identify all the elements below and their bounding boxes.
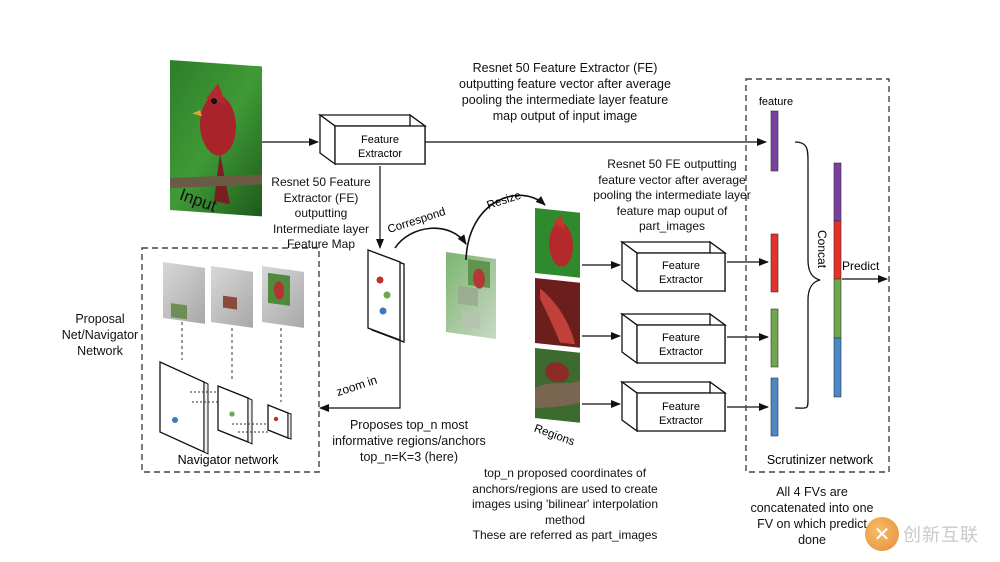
proposes-line-1: Proposes top_n most <box>349 418 469 432</box>
nav-plate-medium <box>217 385 253 445</box>
proposes-annotation: Proposes top_n most informative regions/… <box>318 417 500 465</box>
coords-line-2: anchors/regions are used to create <box>472 481 658 496</box>
input-image <box>170 60 262 217</box>
part-fe-annotation: Resnet 50 FE outputting feature vector a… <box>592 157 752 235</box>
top-fe-line-3: pooling the intermediate layer feature <box>461 93 669 107</box>
left-fe-line-4: Intermediate layer <box>272 221 370 236</box>
scrutinizer-label: Scrutinizer network <box>767 453 874 467</box>
anchor-dot-blue <box>379 307 387 315</box>
fe-part2-label-1: Feature <box>662 332 700 344</box>
correspond-arrow <box>394 227 467 249</box>
nav-plate-small <box>267 404 292 440</box>
all-fvs-line-1: All 4 FVs are <box>776 485 848 499</box>
watermark-text: 创新互联 <box>903 525 979 546</box>
watermark-logo-icon: ✕ <box>865 517 899 551</box>
region-image-3 <box>535 348 580 423</box>
coords-line-4: method <box>544 512 586 527</box>
part-fe-line-1: Resnet 50 FE outputting <box>607 157 737 171</box>
concat-label: Concat <box>815 230 829 269</box>
feature-extractor-part-2: Feature Extractor <box>620 312 727 365</box>
proposal-net-annotation: Proposal Net/Navigator Network <box>50 311 150 359</box>
coords-line-3: images using 'bilinear' interpolation <box>471 497 659 511</box>
part-fe-line-2: feature vector after average <box>598 172 746 187</box>
zoom-in-path <box>319 336 401 412</box>
part-fe-line-4: feature map ouput of <box>616 203 728 218</box>
feature-extractor-top: Feature Extractor <box>318 113 427 166</box>
proposes-line-3: top_n=K=3 (here) <box>360 450 458 464</box>
left-fe-line-2: Extractor (FE) <box>283 190 359 205</box>
part-fe-line-5: part_images <box>638 219 706 233</box>
resize-label: Resize <box>485 190 522 212</box>
feature-bar-blue <box>770 377 779 437</box>
concat-brace <box>794 141 821 409</box>
fe-part3-label-2: Extractor <box>659 415 703 427</box>
part-fe-line-3: pooling the intermediate layer <box>593 188 751 202</box>
fe-part2-label-2: Extractor <box>659 346 703 358</box>
left-fe-line-5: Feature Map <box>286 237 356 251</box>
all-fvs-line-3: FV on which predict <box>757 517 867 531</box>
proposes-line-2: informative regions/anchors <box>332 434 486 448</box>
navigator-box <box>141 247 320 473</box>
feature-label: feature <box>759 96 793 108</box>
nav-crop-image-2 <box>211 266 253 328</box>
region-image-2 <box>535 278 580 348</box>
coords-line-5: These are referred as part_images <box>472 528 658 542</box>
regions-label: Regions <box>532 423 576 449</box>
proposal-line-3: Network <box>77 344 123 358</box>
concat-segment-blue <box>833 337 842 398</box>
region-image-1 <box>535 208 580 278</box>
top-n-coords-annotation: top_n proposed coordinates of anchors/re… <box>465 466 665 544</box>
nav-plate-large <box>159 360 209 455</box>
fe-top-label-1: Feature <box>361 134 399 146</box>
watermark: ✕ 创新互联 <box>865 516 995 552</box>
coords-line-1: top_n proposed coordinates of <box>483 466 647 480</box>
top-fe-line-1: Resnet 50 Feature Extractor (FE) <box>472 61 658 75</box>
predict-label: Predict <box>842 259 880 273</box>
all-fvs-annotation: All 4 FVs are concatenated into one FV o… <box>732 484 892 548</box>
all-fvs-line-2: concatenated into one <box>750 501 874 515</box>
navigator-label: Navigator network <box>178 453 279 467</box>
zoom-in-label: zoom in <box>335 373 379 399</box>
nav-crop-image-1 <box>163 262 205 324</box>
anchored-image <box>446 252 496 340</box>
feature-bar-green <box>770 308 779 368</box>
nav-dotted-links <box>190 391 268 433</box>
feature-bar-purple <box>770 110 779 172</box>
top-fe-annotation: Resnet 50 Feature Extractor (FE) outputt… <box>440 60 690 124</box>
all-fvs-line-4: done <box>798 533 826 547</box>
feature-extractor-part-3: Feature Extractor <box>620 380 727 433</box>
fe-part1-label-1: Feature <box>662 260 700 272</box>
concat-segment-green <box>833 278 842 339</box>
fe-part1-label-2: Extractor <box>659 274 703 286</box>
top-fe-line-2: outputting feature vector after average <box>459 77 671 91</box>
left-fe-line-1: Resnet 50 Feature <box>271 175 371 189</box>
feature-extractor-part-1: Feature Extractor <box>620 240 727 293</box>
anchor-dot-red <box>376 276 384 284</box>
top-fe-line-4: map output of input image <box>492 109 638 123</box>
concat-segment-red <box>833 220 842 280</box>
left-fe-line-3: outputting <box>294 206 348 220</box>
anchor-dot-green <box>383 291 391 299</box>
nav-crop-image-3 <box>262 266 304 328</box>
resize-arrow <box>465 194 546 261</box>
fe-part3-label-1: Feature <box>662 401 700 413</box>
feature-map-plate <box>367 249 405 343</box>
scrutinizer-box <box>745 78 890 473</box>
concat-segment-purple <box>833 162 842 222</box>
feature-bar-red <box>770 233 779 293</box>
proposal-line-2: Net/Navigator <box>61 328 139 342</box>
fe-top-label-2: Extractor <box>358 148 402 160</box>
left-fe-annotation: Resnet 50 Feature Extractor (FE) outputt… <box>262 175 380 253</box>
proposal-line-1: Proposal <box>75 312 125 326</box>
